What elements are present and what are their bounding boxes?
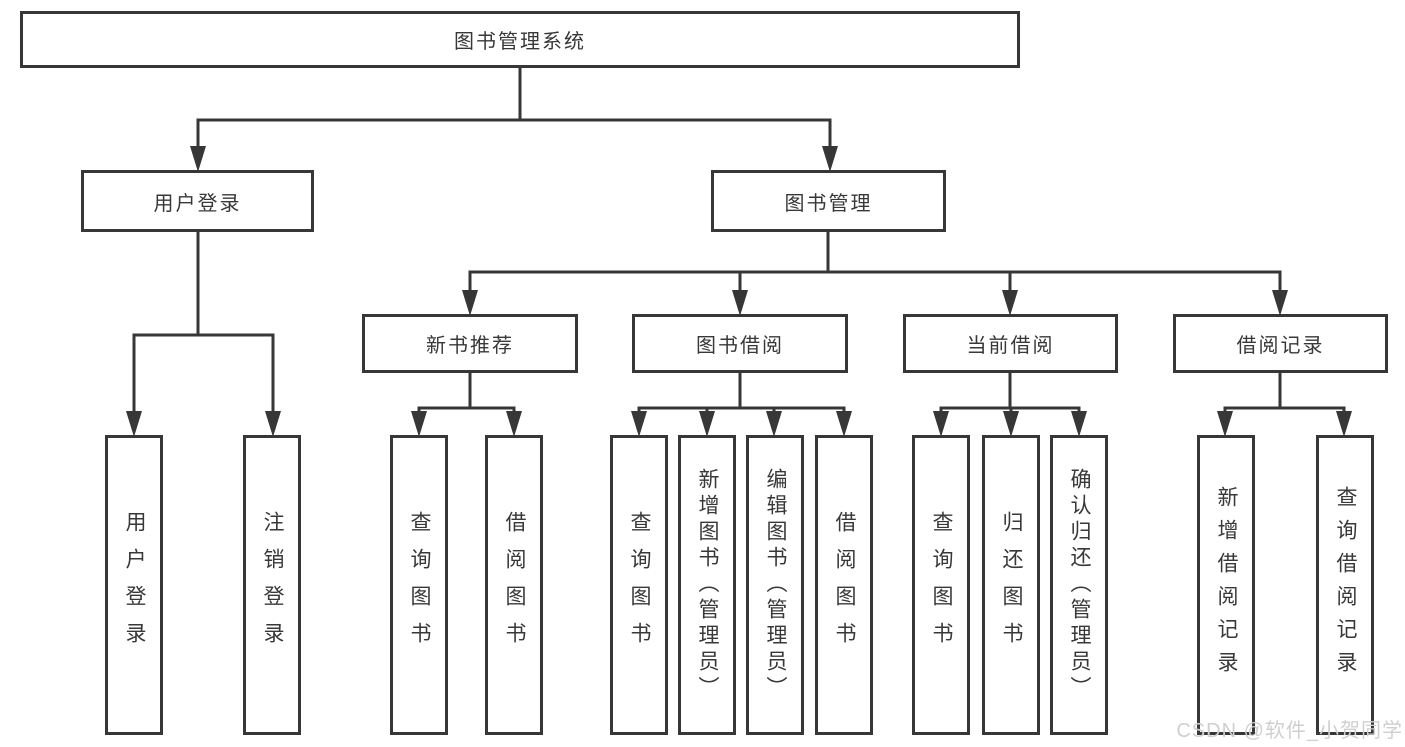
leaf-borrow-books: 借阅图书 (815, 435, 873, 735)
leaf-borrow-books-recommend: 借阅图书 (485, 435, 543, 735)
leaf-query-books-current: 查询图书 (912, 435, 970, 735)
connector-path (132, 66, 1346, 415)
leaf-user-login: 用户登录 (105, 435, 163, 735)
node-root-library-system: 图书管理系统 (20, 11, 1020, 68)
leaf-add-books-admin: 新增图书（管理员） (678, 435, 736, 735)
leaf-edit-books-admin: 编辑图书（管理员） (746, 435, 804, 735)
node-current-borrow: 当前借阅 (903, 314, 1118, 373)
leaf-query-books-borrow: 查询图书 (610, 435, 668, 735)
leaf-confirm-return-admin: 确认归还（管理员） (1050, 435, 1108, 735)
arrowheads (126, 146, 1352, 437)
csdn-watermark: CSDN @软件_小贺同学 (1176, 720, 1403, 742)
leaf-return-books: 归还图书 (982, 435, 1040, 735)
node-user-login: 用户登录 (81, 170, 314, 232)
leaf-query-books-recommend: 查询图书 (390, 435, 448, 735)
node-book-borrow: 图书借阅 (632, 314, 848, 373)
node-book-management: 图书管理 (711, 170, 946, 232)
node-borrow-records: 借阅记录 (1173, 314, 1388, 373)
leaf-add-borrow-record: 新增借阅记录 (1197, 435, 1255, 735)
leaf-query-borrow-record: 查询借阅记录 (1316, 435, 1374, 735)
leaf-logout: 注销登录 (243, 435, 301, 735)
node-new-book-recommend: 新书推荐 (362, 314, 578, 373)
